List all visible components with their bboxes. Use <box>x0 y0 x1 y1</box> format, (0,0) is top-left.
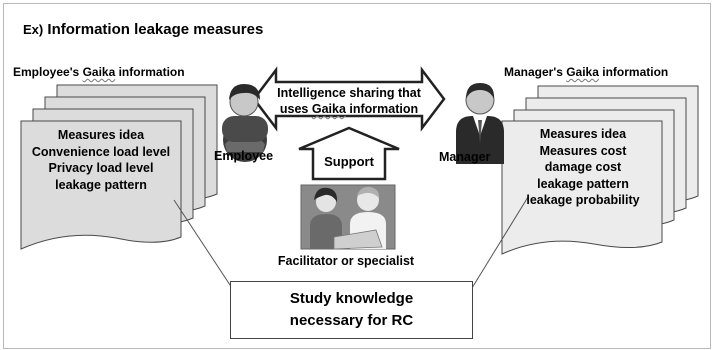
manager-header: Manager's Gaika information <box>504 65 668 79</box>
employee-item: Convenience load level <box>31 144 171 159</box>
employee-item: leakage pattern <box>55 177 147 192</box>
manager-header-pre: Manager's <box>504 65 567 79</box>
manager-document-stack <box>501 85 699 255</box>
slide-title: Ex) Information leakage measures <box>23 21 263 38</box>
employee-connector-line <box>173 199 233 289</box>
diagram-canvas <box>20 66 699 289</box>
support-arrow <box>298 126 400 181</box>
study-line-1: Study knowledge <box>289 290 414 307</box>
manager-item: damage cost <box>544 160 622 174</box>
sharing-line-2-pre: uses <box>279 102 312 116</box>
employee-item: Measures idea <box>57 128 145 142</box>
manager-header-word: Gaika <box>566 65 599 79</box>
employee-header-word: Gaika <box>82 65 116 79</box>
facilitator-label: Facilitator or specialist <box>277 254 415 268</box>
title-text: Information leakage measures <box>47 21 264 38</box>
employee-person-icon <box>222 84 268 162</box>
sharing-line-2: uses Gaika information <box>272 101 426 117</box>
employee-info-list: Measures idea Convenience load level Pri… <box>21 127 181 193</box>
employee-document-stack <box>20 84 218 250</box>
employee-header: Employee's Gaika information <box>13 65 185 79</box>
facilitator-photo <box>300 184 396 250</box>
employee-header-pre: Employee's <box>13 65 83 79</box>
sharing-arrow-text: Intelligence sharing that uses Gaika inf… <box>272 85 426 117</box>
employee-label: Employee <box>214 149 274 163</box>
manager-info-list: Measures idea Measures cost damage cost … <box>504 126 662 209</box>
employee-header-post: information <box>115 65 185 79</box>
manager-item: leakage probability <box>526 193 640 207</box>
study-knowledge-box: Study knowledge necessary for RC <box>230 281 473 339</box>
study-line-2: necessary for RC <box>289 312 414 329</box>
sharing-line-2-word: Gaika <box>311 102 346 116</box>
sharing-line-1: Intelligence sharing that <box>277 86 421 100</box>
title-prefix: Ex) <box>23 22 44 37</box>
sharing-line-2-post: information <box>345 102 419 116</box>
support-label: Support <box>324 154 374 169</box>
manager-header-post: information <box>598 65 669 79</box>
manager-item: Measures cost <box>539 143 627 158</box>
manager-connector-line <box>471 196 529 289</box>
manager-person-icon <box>456 83 504 164</box>
slide-frame: Ex) Information leakage measures <box>3 3 711 349</box>
manager-label: Manager <box>439 150 491 164</box>
employee-item: Privacy load level <box>48 161 154 175</box>
manager-item: Measures idea <box>539 127 627 141</box>
sharing-arrow <box>252 66 446 132</box>
manager-item: leakage pattern <box>537 176 629 191</box>
